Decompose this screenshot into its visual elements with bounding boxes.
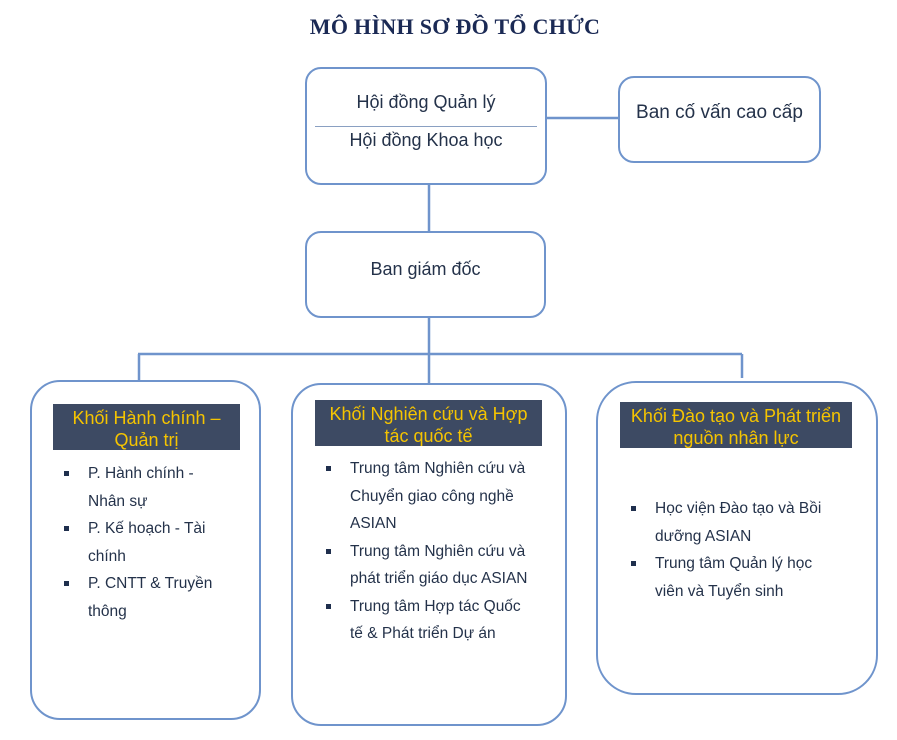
science-council-label: Hội đồng Khoa học bbox=[349, 130, 503, 150]
advisory-board-box: Ban cố vấn cao cấp bbox=[618, 76, 821, 163]
governance-divider bbox=[315, 126, 537, 127]
admin-block-header: Khối Hành chính – Quản trị bbox=[53, 404, 240, 450]
board-of-directors-label: Ban giám đốc bbox=[370, 259, 481, 279]
admin-block-list: P. Hành chính -Nhân sự P. Kế hoạch - Tài… bbox=[52, 460, 252, 625]
training-block-header: Khối Đào tạo và Phát triển nguồn nhân lự… bbox=[620, 402, 852, 448]
board-of-directors-box: Ban giám đốc bbox=[305, 231, 546, 318]
page-title: MÔ HÌNH SƠ ĐỒ TỔ CHỨC bbox=[309, 14, 601, 39]
management-council-label: Hội đồng Quản lý bbox=[356, 92, 496, 112]
research-block-header: Khối Nghiên cứu và Hợp tác quốc tế bbox=[315, 400, 542, 446]
advisory-board-label: Ban cố vấn cao cấp bbox=[636, 102, 803, 123]
list-item: P. Hành chính -Nhân sự bbox=[52, 460, 252, 515]
governance-box: Hội đồng Quản lý Hội đồng Khoa học bbox=[305, 67, 547, 185]
